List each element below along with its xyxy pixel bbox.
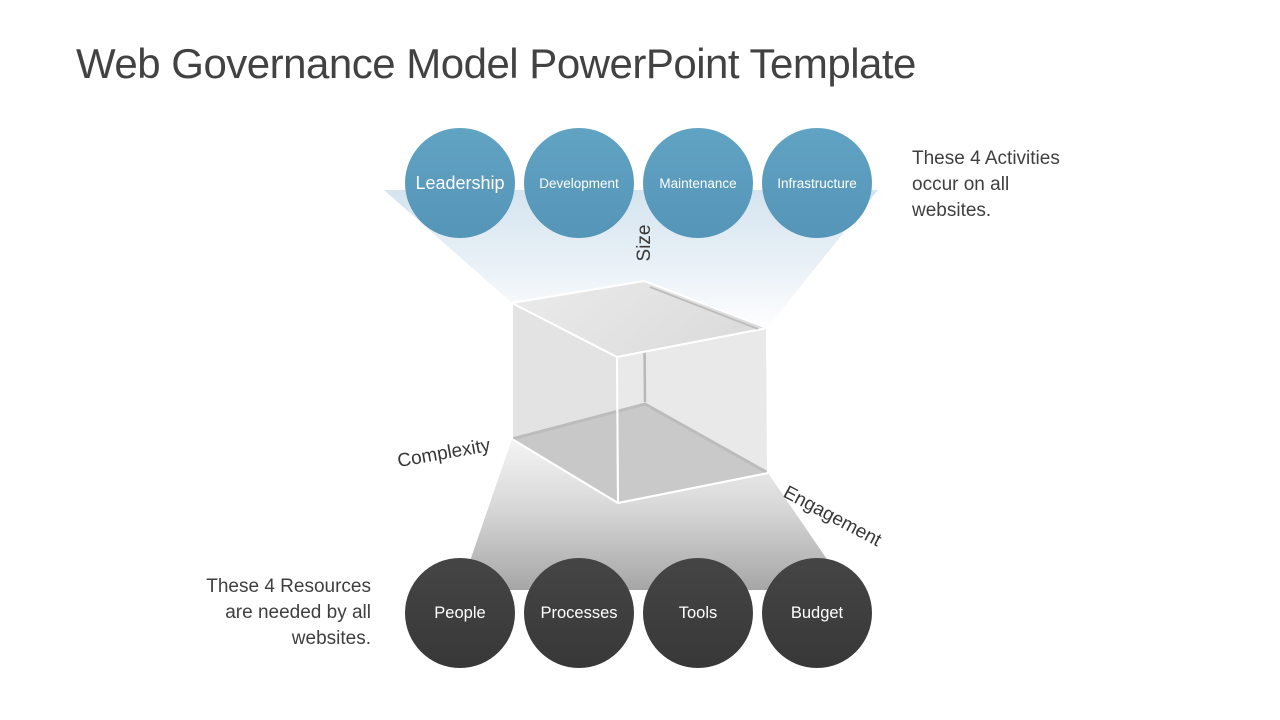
cube-right-face [616,327,769,504]
activity-circle-development: Development [524,128,634,238]
resources-note: These 4 Resources are needed by all webs… [206,576,371,649]
activity-label: Development [539,175,619,191]
slide-title: Web Governance Model PowerPoint Template [76,40,916,87]
axis-label-size: Size [634,224,655,262]
activity-label: Leadership [415,172,505,193]
activity-circle-leadership: Leadership [405,128,515,238]
resource-circle-budget: Budget [762,558,872,668]
resource-label: People [434,603,486,622]
activities-note: These 4 Activities occur on all websites… [912,148,1060,221]
activity-circle-infrastructure: Infrastructure [762,128,872,238]
activity-circle-maintenance: Maintenance [643,128,753,238]
resource-circle-tools: Tools [643,558,753,668]
resource-label: Tools [678,603,718,622]
activity-label: Infrastructure [777,175,857,191]
activity-label: Maintenance [659,175,737,191]
top-funnel-shape [384,190,878,328]
resource-circle-processes: Processes [524,558,634,668]
cube-top-edge-shadow [649,286,759,330]
resource-circle-people: People [405,558,515,668]
resource-label: Processes [540,603,618,622]
cube-top-face [511,280,768,358]
resource-label: Budget [790,603,844,622]
